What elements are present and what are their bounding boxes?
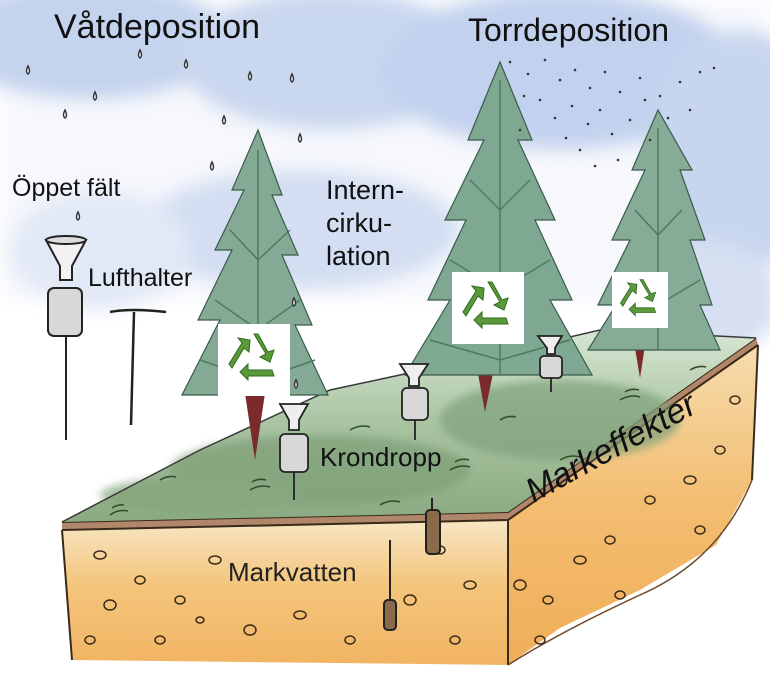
soil-block: [61, 337, 759, 666]
recycle-icon: [452, 272, 524, 344]
raindrop-icon: [25, 48, 303, 389]
grass-surface: [61, 329, 757, 523]
soil-pebbles: [84, 395, 741, 645]
air-concentration-label: Lufthalter: [88, 264, 193, 292]
internal-circulation-label: Intern- cirku- lation: [326, 174, 446, 273]
tree-icon: [403, 60, 594, 412]
soil-probe-icon: [383, 498, 441, 631]
air-sampler-icon: [109, 308, 167, 426]
recycle-icon: [612, 272, 668, 328]
open-field-label: Öppet fält: [12, 174, 121, 202]
dry-particles: [508, 58, 716, 168]
collector-icon: [44, 235, 88, 440]
recycle-icon: [218, 324, 290, 396]
internal-circulation-line: lation: [326, 241, 391, 271]
internal-circulation-line: Intern-: [326, 175, 405, 205]
collector-icon: [536, 335, 564, 392]
dry-deposition-label: Torrdeposition: [468, 12, 669, 48]
soil-water-label: Markvatten: [228, 557, 357, 587]
collector-icon: [398, 363, 430, 440]
wet-deposition-label: Våtdeposition: [54, 8, 261, 46]
internal-circulation-line: cirku-: [326, 208, 392, 238]
throughfall-label: Krondropp: [320, 442, 442, 472]
collector-icon: [278, 403, 310, 500]
